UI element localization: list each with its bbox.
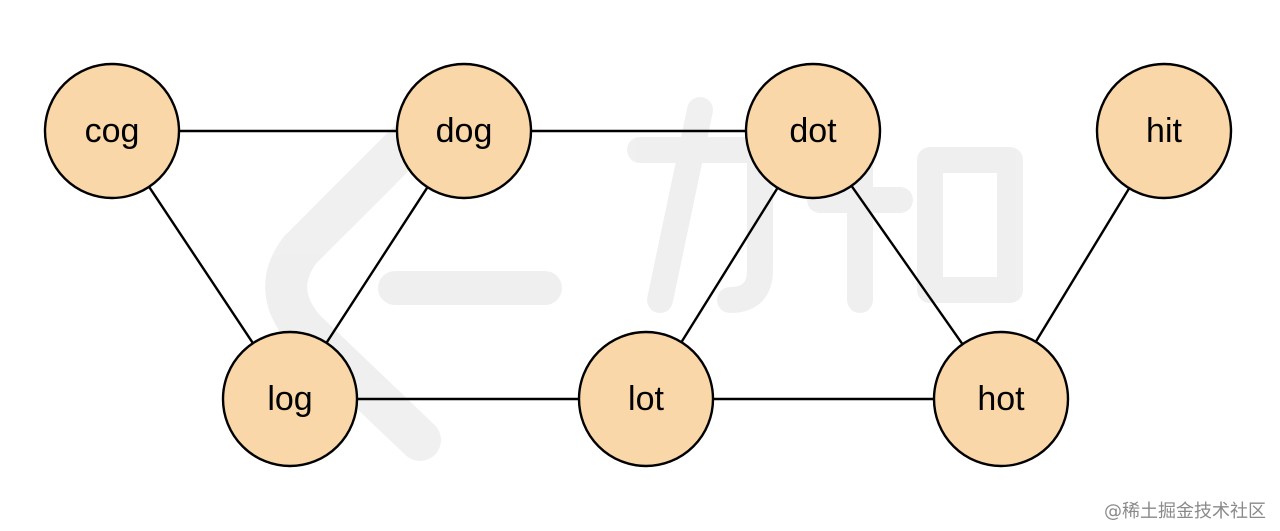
node-label-dot: dot	[789, 112, 837, 150]
node-label-hit: hit	[1146, 112, 1182, 150]
edge-dog-log	[325, 186, 429, 344]
node-label-hot: hot	[977, 380, 1025, 418]
node-label-log: log	[267, 380, 312, 418]
edge-cog-log	[148, 186, 254, 344]
node-hot: hot	[932, 330, 1070, 468]
edge-dot-hot	[850, 185, 964, 345]
edge-hit-hot	[1034, 187, 1131, 343]
node-label-dog: dog	[436, 112, 493, 150]
node-circle-hit	[1095, 62, 1233, 200]
node-hit: hit	[1095, 62, 1233, 200]
node-circle-hot	[932, 330, 1070, 468]
node-dog: dog	[395, 62, 533, 200]
node-log: log	[221, 330, 359, 468]
node-dot: dot	[744, 62, 882, 200]
edges-layer	[148, 129, 1131, 401]
node-label-cog: cog	[85, 112, 140, 150]
node-circle-dog	[395, 62, 533, 200]
node-cog: cog	[43, 62, 181, 200]
node-circle-dot	[744, 62, 882, 200]
nodes-layer: cog dog dot hit log lot hot	[43, 62, 1233, 468]
node-circle-lot	[577, 330, 715, 468]
edge-dot-lot	[680, 187, 779, 343]
node-lot: lot	[577, 330, 715, 468]
node-circle-cog	[43, 62, 181, 200]
node-label-lot: lot	[628, 380, 664, 418]
watermark-credit: @稀土掘金技术社区	[1104, 501, 1266, 522]
node-circle-log	[221, 330, 359, 468]
